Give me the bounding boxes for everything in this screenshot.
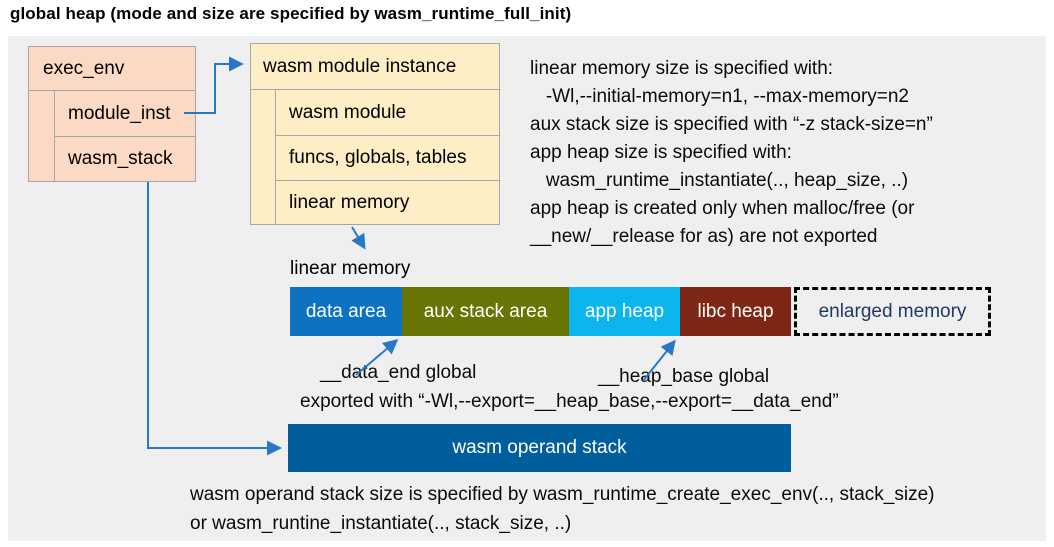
note-line: app heap size is specified with: <box>530 142 792 163</box>
page-title: global heap (mode and size are specified… <box>10 4 572 23</box>
note-line: __new/__release for as) are not exported <box>530 226 878 247</box>
note-line: wasm_runtime_instantiate(.., heap_size, … <box>530 170 909 191</box>
exec-env-header: exec_env <box>29 47 195 91</box>
wasm-operand-stack-box: wasm operand stack <box>288 424 791 472</box>
exported-flags-label: exported with “-Wl,--export=__heap_base,… <box>300 391 839 412</box>
note-line: wasm operand stack size is specified by … <box>190 484 935 505</box>
note-line: or wasm_runtine_instantiate(.., stack_si… <box>190 513 572 534</box>
note-line: -Wl,--initial-memory=n1, --max-memory=n2 <box>530 86 909 107</box>
exec-env-row-module-inst: module_inst <box>68 102 171 124</box>
segment-libc-heap: libc heap <box>680 287 791 336</box>
module-instance-row-funcs-globals-tables: funcs, globals, tables <box>276 135 499 180</box>
note-line: linear memory size is specified with: <box>530 58 834 79</box>
segment-aux-stack-area: aux stack area <box>402 287 569 336</box>
note-line: app heap is created only when malloc/fre… <box>530 198 915 219</box>
heap-base-global-label: __heap_base global <box>598 366 770 387</box>
segment-enlarged-memory: enlarged memory <box>794 287 991 336</box>
note-line: aux stack size is specified with “-z sta… <box>530 114 933 135</box>
memory-size-notes: linear memory size is specified with: -W… <box>530 55 933 251</box>
exec-env-box: exec_env module_inst wasm_stack <box>28 46 196 182</box>
exec-env-row-wasm-stack: wasm_stack <box>55 136 195 181</box>
module-instance-row-linear-memory: linear memory <box>276 180 499 225</box>
exec-env-body: module_inst wasm_stack <box>54 91 195 182</box>
wasm-module-instance-header: wasm module instance <box>251 44 499 90</box>
linear-memory-label: linear memory <box>290 258 411 279</box>
segment-data-area: data area <box>290 287 402 336</box>
wasm-module-instance-body: wasm module funcs, globals, tables linea… <box>275 90 499 225</box>
module-instance-row-wasm-module: wasm module <box>289 101 407 123</box>
operand-stack-notes: wasm operand stack size is specified by … <box>190 480 935 538</box>
data-end-global-label: __data_end global <box>320 362 477 383</box>
segment-app-heap: app heap <box>569 287 680 336</box>
wasm-module-instance-box: wasm module instance wasm module funcs, … <box>250 43 500 225</box>
